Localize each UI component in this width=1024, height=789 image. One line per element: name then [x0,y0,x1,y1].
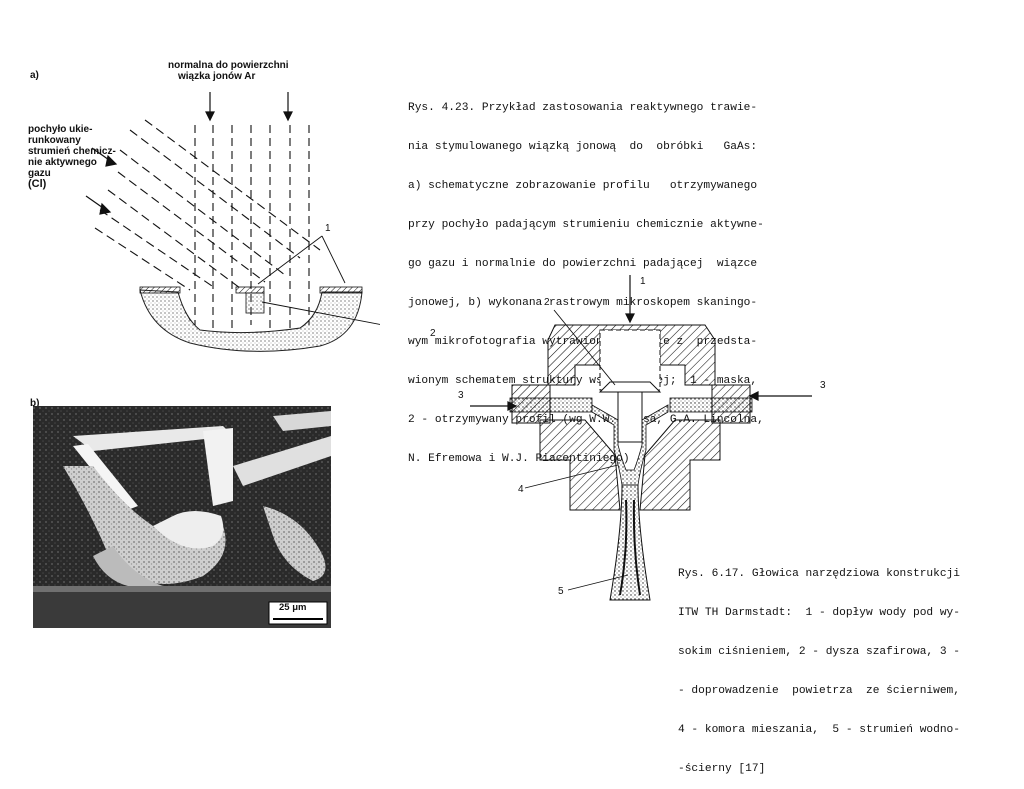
gas-flow-lines [94,119,321,291]
air-abrasive-arrows [470,391,812,411]
leader-lines [524,309,629,591]
mask-center [235,286,265,294]
caption-line: -ścierny [17] [678,763,766,775]
sem-micrograph: 25 μm [33,406,331,628]
leader-lines [257,235,380,325]
caption-line: przy pochyło padającym strumieniu chemic… [408,219,764,231]
nozzle-marker-2: 2 [544,297,550,308]
water-inlet-arrow [625,275,635,324]
ion-beam-arrows [205,92,293,122]
caption-line: go gazu i normalnie do powierzchni padaj… [408,258,758,270]
output-jet [609,484,651,601]
figure-6-17: 1 2 3 3 4 5 [450,270,850,630]
lower-body [539,419,621,511]
gas-label-line: strumień chemicz- [28,146,116,157]
gas-label-line: runkowany [28,135,81,146]
mixing-chamber [591,404,669,486]
marker-1: 1 [325,223,331,234]
marker-2: 2 [430,328,436,339]
gas-label-line: nie aktywnego [28,157,97,168]
ion-beam-label-line2: wiązka jonów Ar [178,71,256,82]
caption-line: sokim ciśnieniem, 2 - dysza szafirowa, 3… [678,646,960,658]
nozzle-marker-5: 5 [558,586,564,597]
ion-beam-label: normalna do powierzchni wiązka jonów Ar [168,60,348,82]
sapphire-nozzle [598,381,662,393]
etched-feature [63,466,226,584]
caption-line: nia stymulowanego wiązką jonową do obrób… [408,141,758,153]
figure-a-drawing [85,92,380,352]
ion-beam-lines [194,125,310,330]
fig-b-panel-label: b) [30,398,40,409]
gas-arrows [85,147,118,215]
remaining-profile [245,292,265,314]
gas-flow-label: pochyło ukie- runkowany strumień chemicz… [28,124,138,190]
caption-line: Rys. 6.17. Głowica narzędziowa konstrukc… [678,568,960,580]
figure-a: a) normalna do powierzchni wiązka jonów … [0,0,436,360]
mask-right [319,286,363,294]
nozzle-marker-3-right: 3 [820,380,826,391]
caption-line: a) schematyczne zobrazowanie profilu otr… [408,180,758,192]
sem-image [33,406,331,628]
cantilever-beam [73,444,138,511]
nozzle-marker-1: 1 [640,276,646,287]
caption-line: - doprowadzenie powietrza ze ścierniwem, [678,685,960,697]
fig-a-panel-label: a) [30,70,39,81]
ion-beam-label-line1: normalna do powierzchni [168,60,289,71]
gas-label-line: pochyło ukie- [28,124,93,135]
caption-line: Rys. 4.23. Przykład zastosowania reaktyw… [408,102,758,114]
caption-6-17: Rys. 6.17. Głowica narzędziowa konstrukc… [678,542,960,789]
caption-line: ITW TH Darmstadt: 1 - dopływ wody pod wy… [678,607,960,619]
mask-left [139,286,181,294]
nozzle-marker-3-left: 3 [458,390,464,401]
gas-label-line: gazu [28,168,51,179]
nozzle-drawing [470,275,812,601]
gas-label-line: (Cl) [28,178,47,190]
caption-line: 4 - komora mieszania, 5 - strumień wodno… [678,724,960,736]
cantilever-top [73,426,233,451]
caption-line: jonowej, b) wykonana rastrowym mikroskop… [408,297,758,309]
nozzle-marker-4: 4 [518,484,524,495]
scale-bar-label: 25 μm [279,602,307,613]
